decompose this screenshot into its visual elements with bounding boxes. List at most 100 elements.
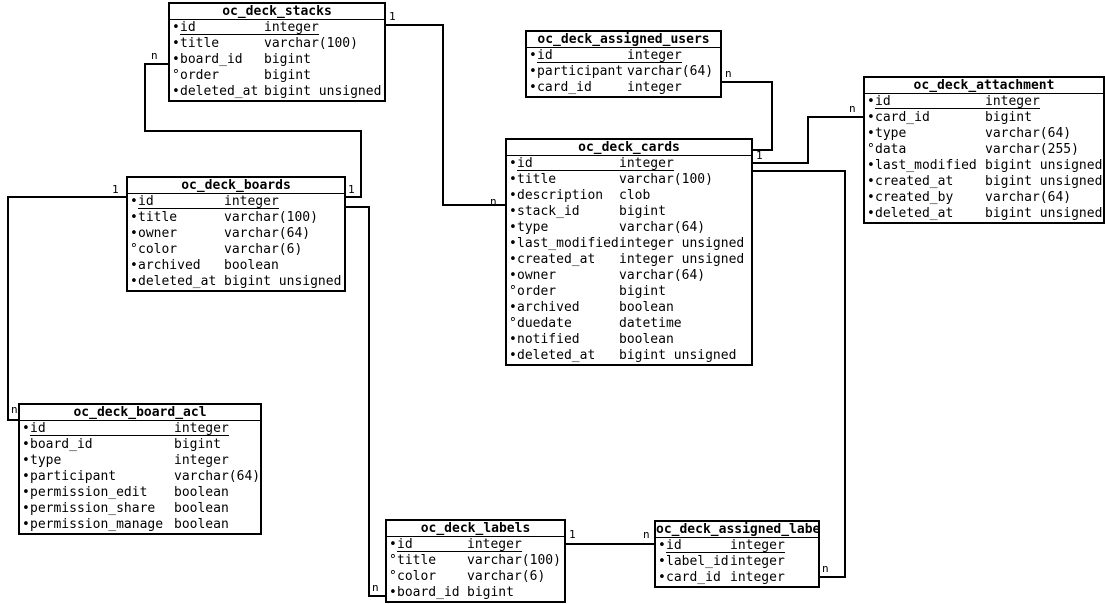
column-type: varchar(6): [224, 242, 303, 257]
column-type: bigint unsigned: [619, 348, 737, 363]
column-type: integer: [174, 421, 229, 436]
nullable-marker-icon: °: [389, 569, 397, 584]
column-type: boolean: [174, 501, 229, 516]
notnull-marker-icon: •: [867, 94, 875, 109]
column-type: varchar(64): [985, 126, 1072, 141]
column-name: board_id: [180, 52, 243, 67]
column-name: deleted_at: [875, 206, 954, 221]
column-cells: card_id integer: [666, 570, 785, 585]
notnull-marker-icon: •: [22, 501, 30, 516]
column-name: card_id: [666, 570, 721, 585]
column-type: bigint: [174, 437, 221, 452]
notnull-marker-icon: •: [130, 194, 138, 209]
column-type: varchar(255): [985, 142, 1079, 157]
notnull-marker-icon: •: [130, 226, 138, 241]
column-name: id: [30, 421, 46, 436]
nullable-marker-icon: °: [509, 316, 517, 331]
notnull-marker-icon: •: [867, 206, 875, 221]
column-name: stack_id: [517, 204, 580, 219]
column-type: varchar(100): [224, 210, 318, 225]
column-name: id: [180, 20, 196, 35]
table-title-oc_deck_assigned_labels: oc_deck_assigned_labels: [656, 522, 818, 538]
table-title-oc_deck_assigned_users: oc_deck_assigned_users: [527, 32, 720, 48]
column-name: order: [517, 284, 557, 299]
notnull-marker-icon: •: [509, 220, 517, 235]
cardinality-label: n: [643, 528, 650, 541]
column-type: bigint: [467, 585, 514, 600]
column-type: clob: [619, 188, 651, 203]
notnull-marker-icon: •: [867, 158, 875, 173]
edge-cards-assigned-labels: [753, 170, 846, 578]
column-type: integer: [174, 453, 229, 468]
column-type: integer: [467, 537, 522, 552]
notnull-marker-icon: •: [22, 485, 30, 500]
column-type: integer unsigned: [619, 252, 745, 267]
nullable-marker-icon: °: [509, 284, 517, 299]
column-name: id: [875, 94, 891, 109]
notnull-marker-icon: •: [509, 188, 517, 203]
column-cells: id integer: [30, 421, 229, 436]
column-type: varchar(64): [627, 64, 714, 79]
column-name: title: [180, 36, 220, 51]
column-type: boolean: [224, 258, 279, 273]
column-type: varchar(64): [619, 268, 706, 283]
column-name: archived: [517, 300, 580, 315]
column-type: bigint unsigned: [985, 158, 1103, 173]
column-type: integer: [730, 570, 785, 585]
column-name: participant: [30, 469, 117, 484]
cardinality-label: n: [490, 195, 497, 208]
notnull-marker-icon: •: [130, 210, 138, 225]
column-name: notified: [517, 332, 580, 347]
table-title-oc_deck_boards: oc_deck_boards: [128, 178, 344, 194]
column-name: label_id: [666, 554, 729, 569]
edge-boards-stacks: [144, 63, 362, 198]
notnull-marker-icon: •: [389, 585, 397, 600]
notnull-marker-icon: •: [867, 174, 875, 189]
column-type: integer: [730, 538, 785, 553]
notnull-marker-icon: •: [172, 20, 180, 35]
column-type: bigint: [264, 52, 311, 67]
column-name: title: [517, 172, 557, 187]
cardinality-label: 1: [569, 528, 576, 541]
notnull-marker-icon: •: [658, 538, 666, 553]
cardinality-label: n: [372, 581, 379, 594]
column-type: boolean: [174, 485, 229, 500]
column-type: integer: [627, 48, 682, 63]
cardinality-label: 1: [348, 183, 355, 196]
table-title-oc_deck_stacks: oc_deck_stacks: [170, 4, 384, 20]
column-name: type: [30, 453, 62, 468]
column-name: deleted_at: [138, 274, 217, 289]
column-type: integer: [627, 80, 682, 95]
notnull-marker-icon: •: [658, 554, 666, 569]
cardinality-label: 1: [112, 183, 119, 196]
